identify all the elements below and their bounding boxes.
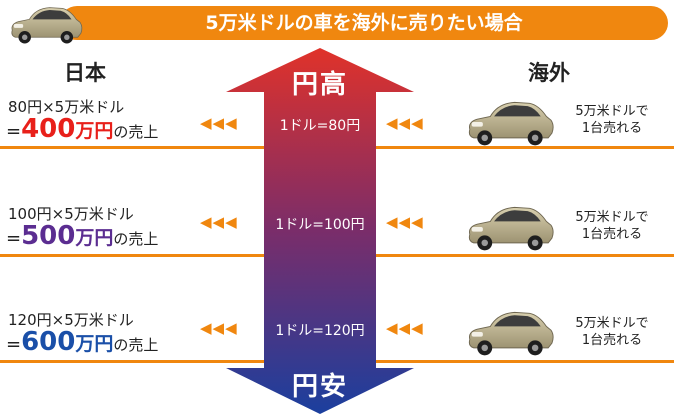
car-icon [468,311,554,356]
sales-suffix: の売上 [113,336,159,354]
overseas-sale-note: 5万米ドルで 1台売れる [560,103,664,137]
exchange-rate-label: 1ドル=100円 [275,217,365,233]
note-line: 5万米ドルで [575,316,649,331]
japan-column-header: 日本 [64,61,106,85]
left-chevrons-icon: ◀◀◀ [386,114,424,132]
left-chevrons-icon: ◀◀◀ [200,319,238,337]
sales-suffix: の売上 [113,123,159,141]
row-formula: 80円×5万米ドル [8,98,125,116]
car-icon [468,206,554,251]
yen-depreciation-label: 円安 [291,372,348,402]
sales-amount: 400 [21,114,76,144]
equals-sign: = [6,121,22,142]
overseas-sale-note: 5万米ドルで 1台売れる [560,315,664,349]
note-line: 5万米ドルで [575,210,649,225]
sales-unit: 万円 [75,227,114,249]
title-banner: 5万米ドルの車を海外に売りたい場合 [60,6,668,40]
exchange-rate-label: 1ドル=80円 [279,118,361,134]
sales-unit: 万円 [75,120,114,142]
page-title: 5万米ドルの車を海外に売りたい場合 [205,12,523,34]
left-chevrons-icon: ◀◀◀ [200,114,238,132]
row-sales: =600万円の売上 [6,327,158,357]
row-sales: =400万円の売上 [6,114,158,144]
car-icon [468,101,554,146]
sales-amount: 500 [21,221,76,251]
overseas-column-header: 海外 [528,61,570,85]
equals-sign: = [6,334,22,355]
equals-sign: = [6,228,22,249]
row-formula: 100円×5万米ドル [8,205,134,223]
sales-suffix: の売上 [113,230,159,248]
yen-appreciation-label: 円高 [291,70,348,100]
row-formula: 120円×5万米ドル [8,311,134,329]
car-icon [11,7,83,44]
exchange-rate-label: 1ドル=120円 [275,323,365,339]
note-line: 1台売れる [581,333,643,348]
note-line: 5万米ドルで [575,104,649,119]
note-line: 1台売れる [581,121,643,136]
left-chevrons-icon: ◀◀◀ [200,213,238,231]
sales-unit: 万円 [75,333,114,355]
left-chevrons-icon: ◀◀◀ [386,319,424,337]
left-chevrons-icon: ◀◀◀ [386,213,424,231]
note-line: 1台売れる [581,227,643,242]
sales-amount: 600 [21,327,76,357]
overseas-sale-note: 5万米ドルで 1台売れる [560,209,664,243]
row-sales: =500万円の売上 [6,221,158,251]
